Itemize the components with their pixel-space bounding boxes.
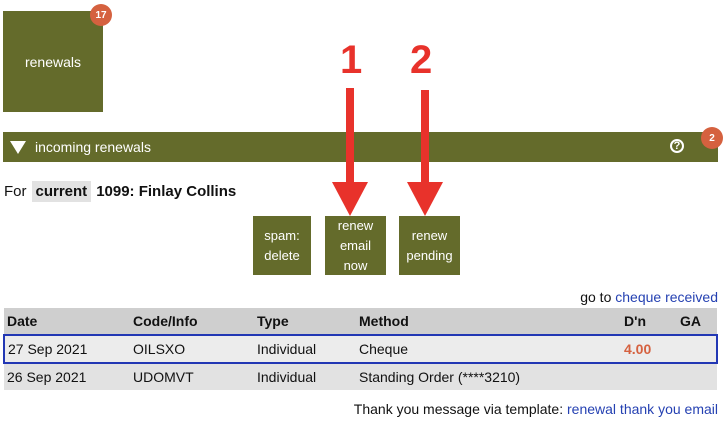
annotation-number-1: 1 (340, 38, 363, 82)
annotation-arrow-2-icon (407, 90, 443, 216)
cheque-received-link[interactable]: cheque received (615, 289, 718, 305)
renewals-tile[interactable]: renewals (3, 11, 103, 112)
member-name: 1099: Finlay Collins (96, 183, 237, 200)
member-line: For current 1099: Finlay Collins (4, 181, 236, 202)
table-row[interactable]: 27 Sep 2021 OILSXO Individual Cheque 4.0… (3, 334, 718, 364)
table-header-row: Date Code/Info Type Method D'n GA (4, 308, 717, 335)
col-method: Method (359, 313, 409, 329)
col-date: Date (7, 313, 38, 329)
section-title: incoming renewals (35, 139, 151, 155)
goto-line: go to cheque received (580, 289, 718, 305)
for-label: For (4, 183, 27, 200)
annotation-arrow-1-icon (332, 88, 368, 216)
renewal-thank-you-email-link[interactable]: renewal thank you email (567, 401, 718, 417)
renewals-table: Date Code/Info Type Method D'n GA 27 Sep… (3, 308, 718, 390)
col-type: Type (257, 313, 289, 329)
table-row[interactable]: 26 Sep 2021 UDOMVT Individual Standing O… (4, 363, 717, 390)
collapse-triangle-icon[interactable] (10, 140, 26, 154)
thanks-line: Thank you message via template: renewal … (353, 401, 718, 417)
spam-delete-button[interactable]: spam:delete (253, 216, 311, 275)
renewals-count-badge: 17 (90, 4, 112, 26)
col-dn: D'n (624, 313, 646, 329)
renewals-tile-label: renewals (24, 53, 82, 70)
incoming-count-badge: 2 (701, 127, 723, 149)
incoming-renewals-header[interactable]: incoming renewals (3, 132, 718, 162)
current-tag: current (31, 181, 92, 202)
help-icon[interactable]: ? (670, 139, 684, 153)
col-code: Code/Info (133, 313, 198, 329)
donation-amount: 4.00 (621, 334, 677, 364)
annotation-number-2: 2 (410, 38, 433, 82)
col-ga: GA (680, 313, 701, 329)
